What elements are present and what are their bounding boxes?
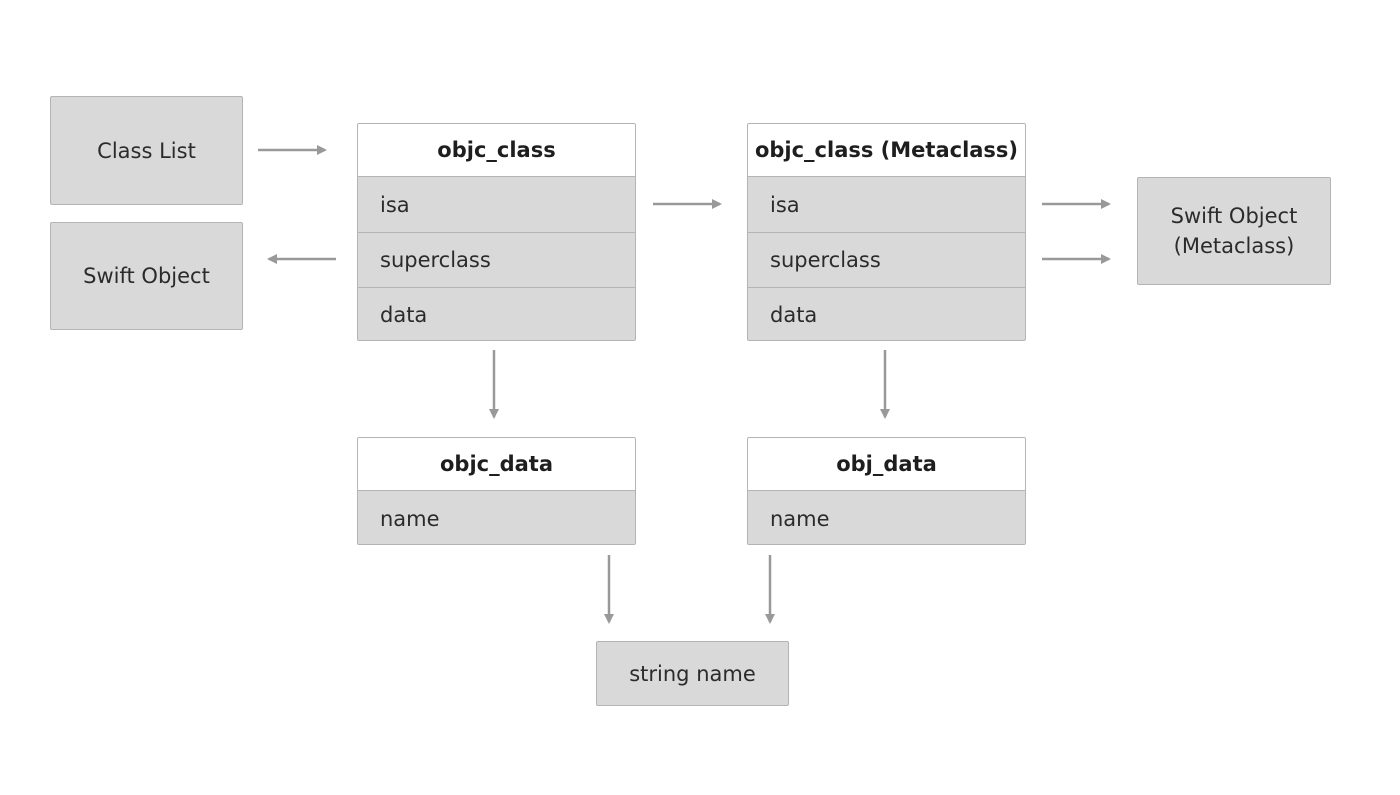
objc-class-field-superclass: superclass (358, 232, 635, 287)
objc-class-struct: objc_class isa superclass data (357, 123, 636, 341)
objc-class-metaclass-title: objc_class (Metaclass) (748, 124, 1025, 177)
obj-data-title: obj_data (748, 438, 1025, 491)
objc-data-title: objc_data (358, 438, 635, 491)
objc-data-field-name: name (380, 506, 440, 531)
metaclass-field-isa: isa (770, 192, 800, 217)
swift-object-box: Swift Object (50, 222, 243, 330)
string-name-box: string name (596, 641, 789, 706)
objc-class-field-data: data (358, 287, 635, 340)
objc-data-struct: objc_data name (357, 437, 636, 545)
obj-data-field-name: name (770, 506, 830, 531)
objc-class-field-isa: isa (380, 192, 410, 217)
swift-object-metaclass-box: Swift Object (Metaclass) (1137, 177, 1331, 285)
class-list-box: Class List (50, 96, 243, 205)
obj-data-struct: obj_data name (747, 437, 1026, 545)
objc-class-metaclass-struct: objc_class (Metaclass) isa superclass da… (747, 123, 1026, 341)
class-list-label: Class List (97, 138, 196, 163)
metaclass-field-superclass: superclass (748, 232, 1025, 287)
swift-object-metaclass-label: Swift Object (Metaclass) (1170, 204, 1298, 258)
metaclass-field-data: data (748, 287, 1025, 340)
swift-object-label: Swift Object (83, 264, 210, 288)
objc-class-title: objc_class (358, 124, 635, 177)
string-name-label: string name (629, 661, 756, 686)
